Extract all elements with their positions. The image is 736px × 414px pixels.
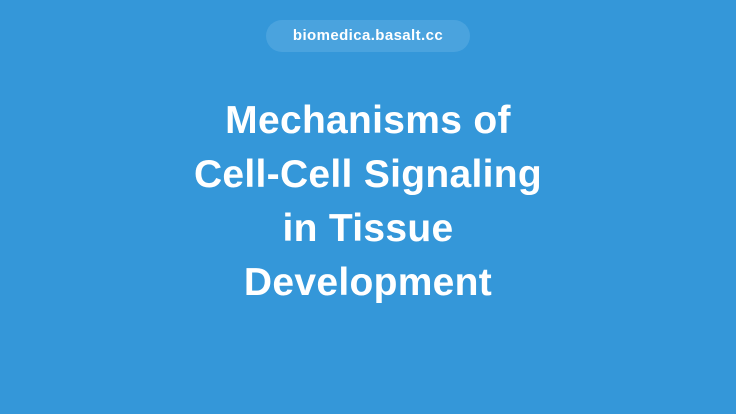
site-badge[interactable]: biomedica.basalt.cc — [265, 20, 471, 52]
page-title-line-3: in Tissue — [282, 207, 454, 250]
page-title-line-2: Cell-Cell Signaling — [193, 153, 543, 196]
site-badge-label: biomedica.basalt.cc — [292, 27, 444, 44]
page-title: Mechanisms of Cell-Cell Signaling in Tis… — [194, 94, 542, 310]
page-title-line-4: Development — [243, 261, 493, 304]
page-title-line-1: Mechanisms of — [225, 99, 511, 142]
